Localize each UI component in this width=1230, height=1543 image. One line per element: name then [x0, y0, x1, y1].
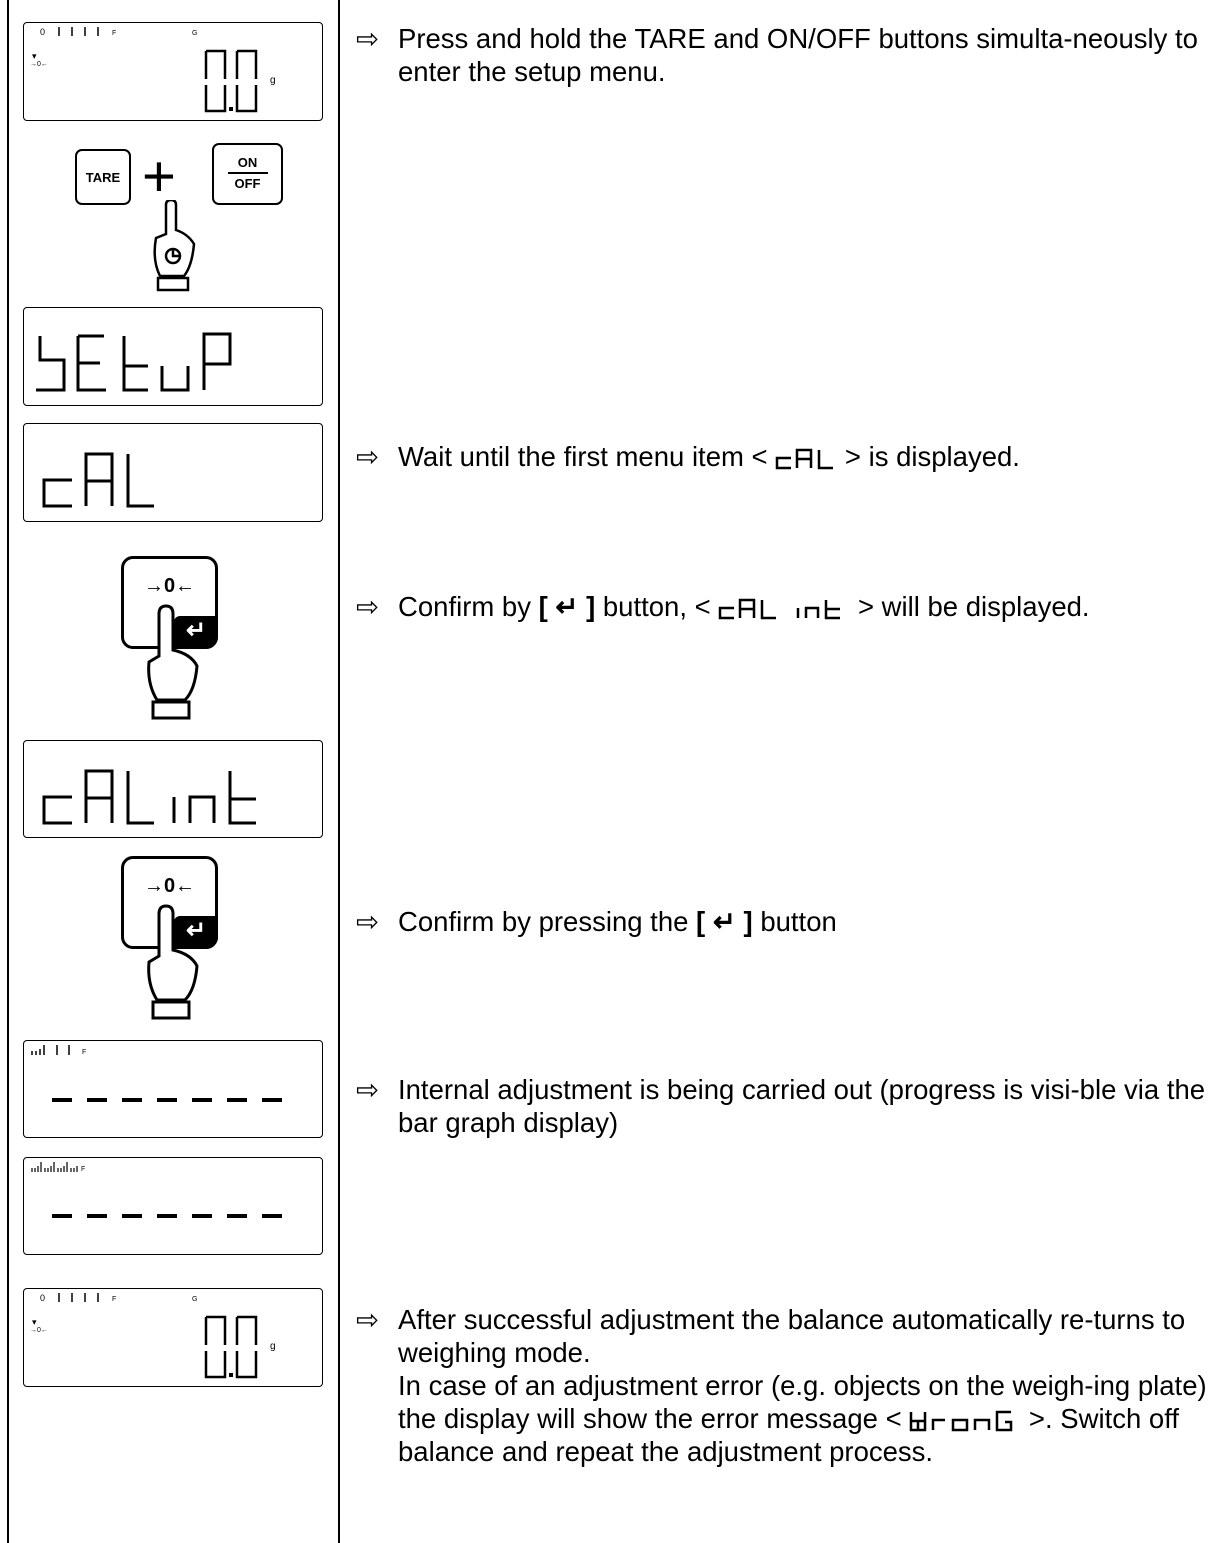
display-progress-1: F [23, 1040, 323, 1138]
seven-segment-value [204, 49, 258, 113]
svg-text:F: F [82, 1049, 86, 1056]
zero-enter-button[interactable]: →0← ↵ [121, 556, 218, 649]
seven-segment-cal [42, 452, 154, 508]
step-4-post: button [752, 906, 837, 937]
left-column-frame [7, 0, 340, 1543]
svg-text:g: g [270, 1341, 276, 1352]
step-2-pre: Wait until the first menu item < [398, 441, 776, 472]
step-3: ⇨ Confirm by [ ↵ ] button, < > will be d… [356, 590, 1216, 623]
step-2-post: > is displayed. [837, 441, 1020, 472]
step-6-line1: After successful adjustment the balance … [398, 1304, 1186, 1368]
step-4-pre: Confirm by pressing the [398, 906, 697, 937]
display-zero-reading-final: 0 F G ▾ →0← g [23, 1288, 323, 1387]
step-5-text: Internal adjustment is being carried out… [398, 1074, 1206, 1138]
step-1: ⇨ Press and hold the TARE and ON/OFF but… [356, 22, 1216, 88]
step-3-pre: Confirm by [398, 591, 539, 622]
pressing-hand-icon [153, 200, 196, 292]
seven-segment-setup [36, 332, 232, 392]
step-arrow-icon: ⇨ [356, 1074, 380, 1105]
bar-graph-partial [31, 1045, 70, 1055]
svg-text:F: F [112, 30, 116, 37]
zero-label-2: →0← [143, 875, 196, 897]
stable-indicator-icon-2: ▾ [32, 1317, 37, 1327]
off-label: OFF [234, 176, 261, 191]
step-3-post: > will be displayed. [850, 591, 1090, 622]
enter-key-label: [ ↵ ] [538, 591, 596, 622]
svg-text:→0←: →0← [30, 61, 48, 68]
seven-segment-value-final [204, 1315, 258, 1379]
plus-sign: + [142, 144, 176, 209]
lcd-code-cal [776, 448, 834, 470]
lcd-code-wrong [910, 1410, 1013, 1432]
svg-text:G: G [192, 1296, 197, 1303]
display-progress-2: F [23, 1157, 323, 1255]
svg-text:→0←: →0← [30, 1327, 48, 1334]
display-cal [23, 423, 323, 522]
step-arrow-icon: ⇨ [356, 441, 380, 472]
step-arrow-icon: ⇨ [356, 906, 380, 937]
svg-text:F: F [81, 1166, 85, 1173]
tare-label: TARE [85, 169, 121, 185]
on-label: ON [237, 155, 258, 170]
step-6: ⇨ After successful adjustment the balanc… [356, 1303, 1216, 1468]
pointing-hand-icon [147, 604, 199, 720]
display-setup [23, 307, 323, 406]
step-arrow-icon: ⇨ [356, 23, 380, 54]
step-2: ⇨ Wait until the first menu item < > is … [356, 440, 1216, 473]
bar-graph-full [31, 1162, 78, 1172]
svg-text:G: G [192, 30, 197, 37]
enter-icon-2: ↵ [174, 916, 218, 949]
step-4: ⇨ Confirm by pressing the [ ↵ ] button [356, 905, 1216, 938]
svg-text:0: 0 [40, 27, 45, 37]
seven-segment-cal-int [42, 769, 256, 825]
step-6-line2-pre: In case of an adjustment error (e.g. obj… [398, 1370, 1207, 1434]
step-3-mid: button, < [595, 591, 719, 622]
lcd-code-cal-int [719, 598, 841, 620]
svg-text:0: 0 [40, 1293, 45, 1303]
pointing-hand-icon-2 [147, 904, 199, 1020]
display-cal-int [23, 740, 323, 838]
tare-button[interactable]: TARE [75, 149, 131, 205]
zero-label: →0← [143, 575, 196, 597]
step-arrow-icon: ⇨ [356, 591, 380, 622]
on-off-button[interactable]: ON OFF [212, 143, 283, 205]
step-1-text: Press and hold the TARE and ON/OFF butto… [398, 23, 1198, 87]
enter-icon: ↵ [174, 616, 218, 649]
enter-key-label-2: [ ↵ ] [696, 906, 753, 937]
step-5: ⇨ Internal adjustment is being carried o… [356, 1073, 1216, 1139]
display-zero-reading: 0 F G ▾ →0← g [23, 22, 323, 121]
step-6-line2-post: >. Switch off balance and repeat the adj… [398, 1403, 1179, 1467]
stable-indicator-icon: ▾ [32, 51, 37, 61]
svg-text:g: g [270, 75, 276, 86]
step-arrow-icon: ⇨ [356, 1304, 380, 1335]
svg-text:F: F [112, 1296, 116, 1303]
